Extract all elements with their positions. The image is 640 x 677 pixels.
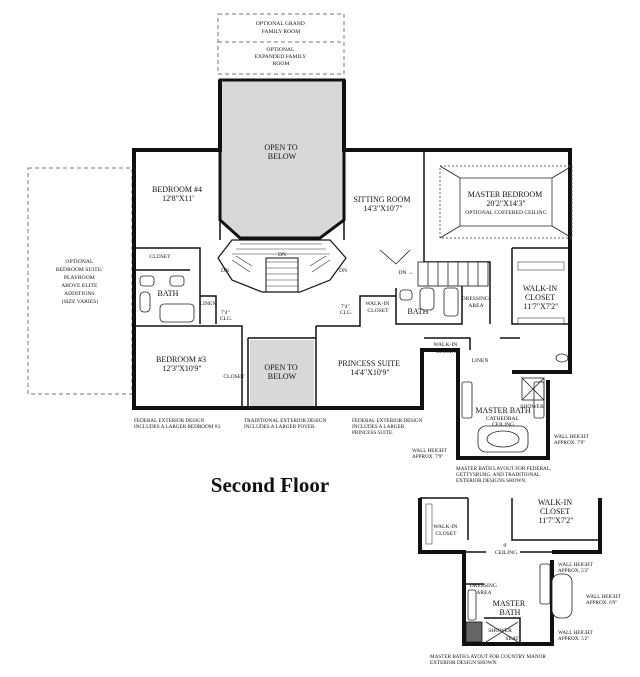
walk-in-closet-mid-label: WALK-IN CLOSET bbox=[365, 301, 390, 314]
master-bedroom-label: MASTER BEDROOM 20'2"X14'3" bbox=[468, 190, 544, 208]
bath-left-sink-2 bbox=[169, 275, 185, 287]
inset-seat-label: SEAT bbox=[505, 636, 519, 642]
master-bath-fixtures bbox=[461, 377, 545, 453]
inset-ceiling-label: 8' CEILING bbox=[495, 543, 517, 556]
inset-walk-in-closet-label: WALK-IN CLOSET 11'7"X7'2" bbox=[538, 498, 574, 525]
central-staircase bbox=[217, 239, 347, 293]
sitting-room-label: SITTING ROOM 14'3"X10'7" bbox=[353, 195, 412, 213]
bedroom-4-label: BEDROOM #4 12'8"X11' bbox=[152, 185, 204, 203]
note-federal-right: FEDERAL EXTERIOR DESIGN INCLUDES A LARGE… bbox=[352, 418, 424, 436]
inset-closet-shelf bbox=[425, 503, 433, 545]
princess-suite-label: PRINCESS SUITE 14'4"X10'9" bbox=[338, 359, 402, 377]
coffered-ceiling bbox=[439, 165, 573, 239]
walk-in-closet-small-label: WALK-IN CLOSET bbox=[433, 342, 458, 355]
closet-shelf-top bbox=[517, 261, 565, 271]
dn-right-label: DN bbox=[339, 268, 347, 274]
inset-walls bbox=[418, 497, 602, 646]
floor-title: Second Floor bbox=[211, 473, 329, 497]
interior-walls bbox=[134, 247, 570, 408]
bath-left-tub bbox=[159, 303, 195, 323]
note-country-manor: MASTER BATH LAYOUT FOR COUNTRY MANOR EXT… bbox=[430, 654, 547, 666]
inset-wall-height-1: WALL HEIGHT APPROX. 5'2" bbox=[558, 562, 594, 574]
inset-walk-in-closet-left-label: WALK-IN CLOSET bbox=[433, 524, 458, 537]
bath-mid-label: BATH bbox=[408, 307, 429, 316]
coffered-ceiling-note: OPTIONAL COFFERED CEILING bbox=[465, 210, 547, 216]
ceiling-mid-label: 7'4" CLG. bbox=[340, 304, 353, 316]
optional-suite-label: OPTIONAL BEDROOM SUITE/ PLAYROOM ABOVE E… bbox=[56, 259, 104, 305]
open-to-below-bottom-area bbox=[250, 340, 314, 406]
bedroom-3-label: BEDROOM #3 12'3"X10'9" bbox=[156, 355, 208, 373]
master-bath-label: MASTER BATH bbox=[475, 406, 531, 415]
optional-expanded-family-room-label: OPTIONAL EXPANDED FAMILY ROOM bbox=[255, 47, 308, 67]
dressing-area-label: DRESSING AREA bbox=[462, 296, 491, 309]
open-to-below-top-label: OPEN TO BELOW bbox=[264, 143, 299, 161]
inset-wall-height-3: WALL HEIGHT APPROX. 5'2" bbox=[558, 630, 594, 642]
shower-label: SHOWER bbox=[520, 404, 544, 410]
bath-mid-shower bbox=[443, 287, 459, 317]
bath-mid-tub bbox=[419, 287, 435, 311]
note-master-bath-layout: MASTER BATH LAYOUT FOR FEDERAL, GETTYSBU… bbox=[456, 466, 553, 484]
linen-right-label: LINEN bbox=[472, 358, 489, 364]
dn-arrow-label: DN → bbox=[398, 270, 413, 276]
walk-in-closet-master-label: WALK-IN CLOSET 11'7"X7'2" bbox=[523, 284, 559, 311]
exterior-walls bbox=[132, 80, 572, 460]
secondary-stairs bbox=[417, 261, 489, 287]
optional-family-room-outline bbox=[217, 13, 345, 75]
inset-dressing-area-label: DRESSING AREA bbox=[470, 583, 499, 596]
ceiling-left-label: 7'4" CLG. bbox=[220, 310, 233, 322]
master-closet-fixture bbox=[555, 353, 569, 363]
optional-suite-outline bbox=[27, 167, 133, 395]
bedroom-3-closet-label: CLOSET bbox=[223, 374, 245, 380]
bath-left-toilet bbox=[139, 291, 151, 313]
bedroom-4-closet-label: CLOSET bbox=[149, 254, 171, 260]
bath-mid-sink bbox=[399, 289, 413, 301]
master-bath-ceiling-label: CATHEDRAL CEILING bbox=[486, 416, 520, 428]
dn-center-label: DN bbox=[278, 252, 286, 258]
note-traditional: TRADITIONAL EXTERIOR DESIGN INCLUDES A L… bbox=[244, 418, 328, 430]
inset-master-bath-label: MASTER BATH bbox=[493, 599, 527, 617]
wall-height-right-label: WALL HEIGHT APPROX. 7'9" bbox=[554, 434, 590, 446]
bath-left-sink-1 bbox=[139, 275, 155, 287]
dn-left-label: DN bbox=[221, 268, 229, 274]
note-federal-left: FEDERAL EXTERIOR DESIGN INCLUDES A LARGE… bbox=[134, 418, 221, 430]
inset-shower-label: SHOWER bbox=[488, 628, 512, 634]
closet-shelf-bottom bbox=[517, 317, 565, 325]
optional-grand-family-room-label: OPTIONAL GRAND FAMILY ROOM bbox=[256, 21, 306, 35]
sitting-room-door bbox=[379, 249, 411, 265]
open-to-below-bottom-label: OPEN TO BELOW bbox=[264, 363, 299, 381]
bath-left-label: BATH bbox=[158, 289, 179, 298]
wall-height-left-label: WALL HEIGHT APPROX. 7'9" bbox=[412, 448, 448, 460]
linen-left-label: LINEN bbox=[200, 301, 217, 307]
inset-fixtures bbox=[465, 563, 573, 643]
inset-wall-height-2: WALL HEIGHT APPROX. 6'9" bbox=[586, 594, 622, 606]
